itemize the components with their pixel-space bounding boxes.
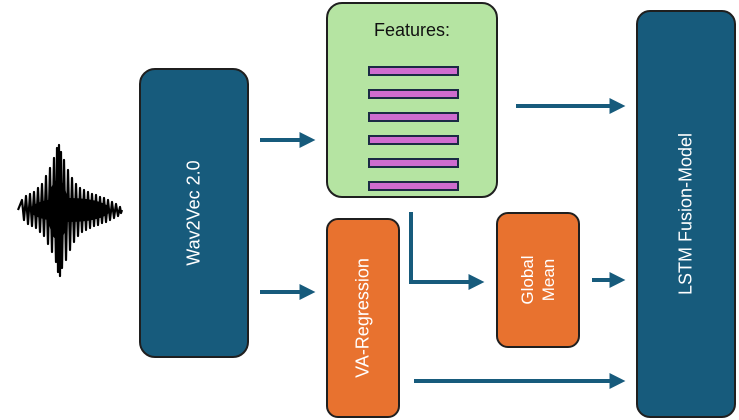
feature-bar — [368, 66, 459, 76]
lstm-fusion-box: LSTM Fusion-Model — [636, 10, 736, 418]
feature-bar — [368, 89, 459, 99]
feature-bar — [368, 112, 459, 122]
va-regression-box: VA-Regression — [326, 218, 400, 418]
feature-bar — [368, 158, 459, 168]
features-box: Features: — [326, 2, 498, 198]
wav2vec-box: Wav2Vec 2.0 — [139, 68, 249, 358]
feature-bar — [368, 135, 459, 145]
features-title: Features: — [373, 20, 451, 40]
global-mean-box: Global Mean — [496, 212, 580, 348]
arrow-features-to-global-mean — [409, 212, 485, 290]
feature-bar — [368, 181, 459, 191]
